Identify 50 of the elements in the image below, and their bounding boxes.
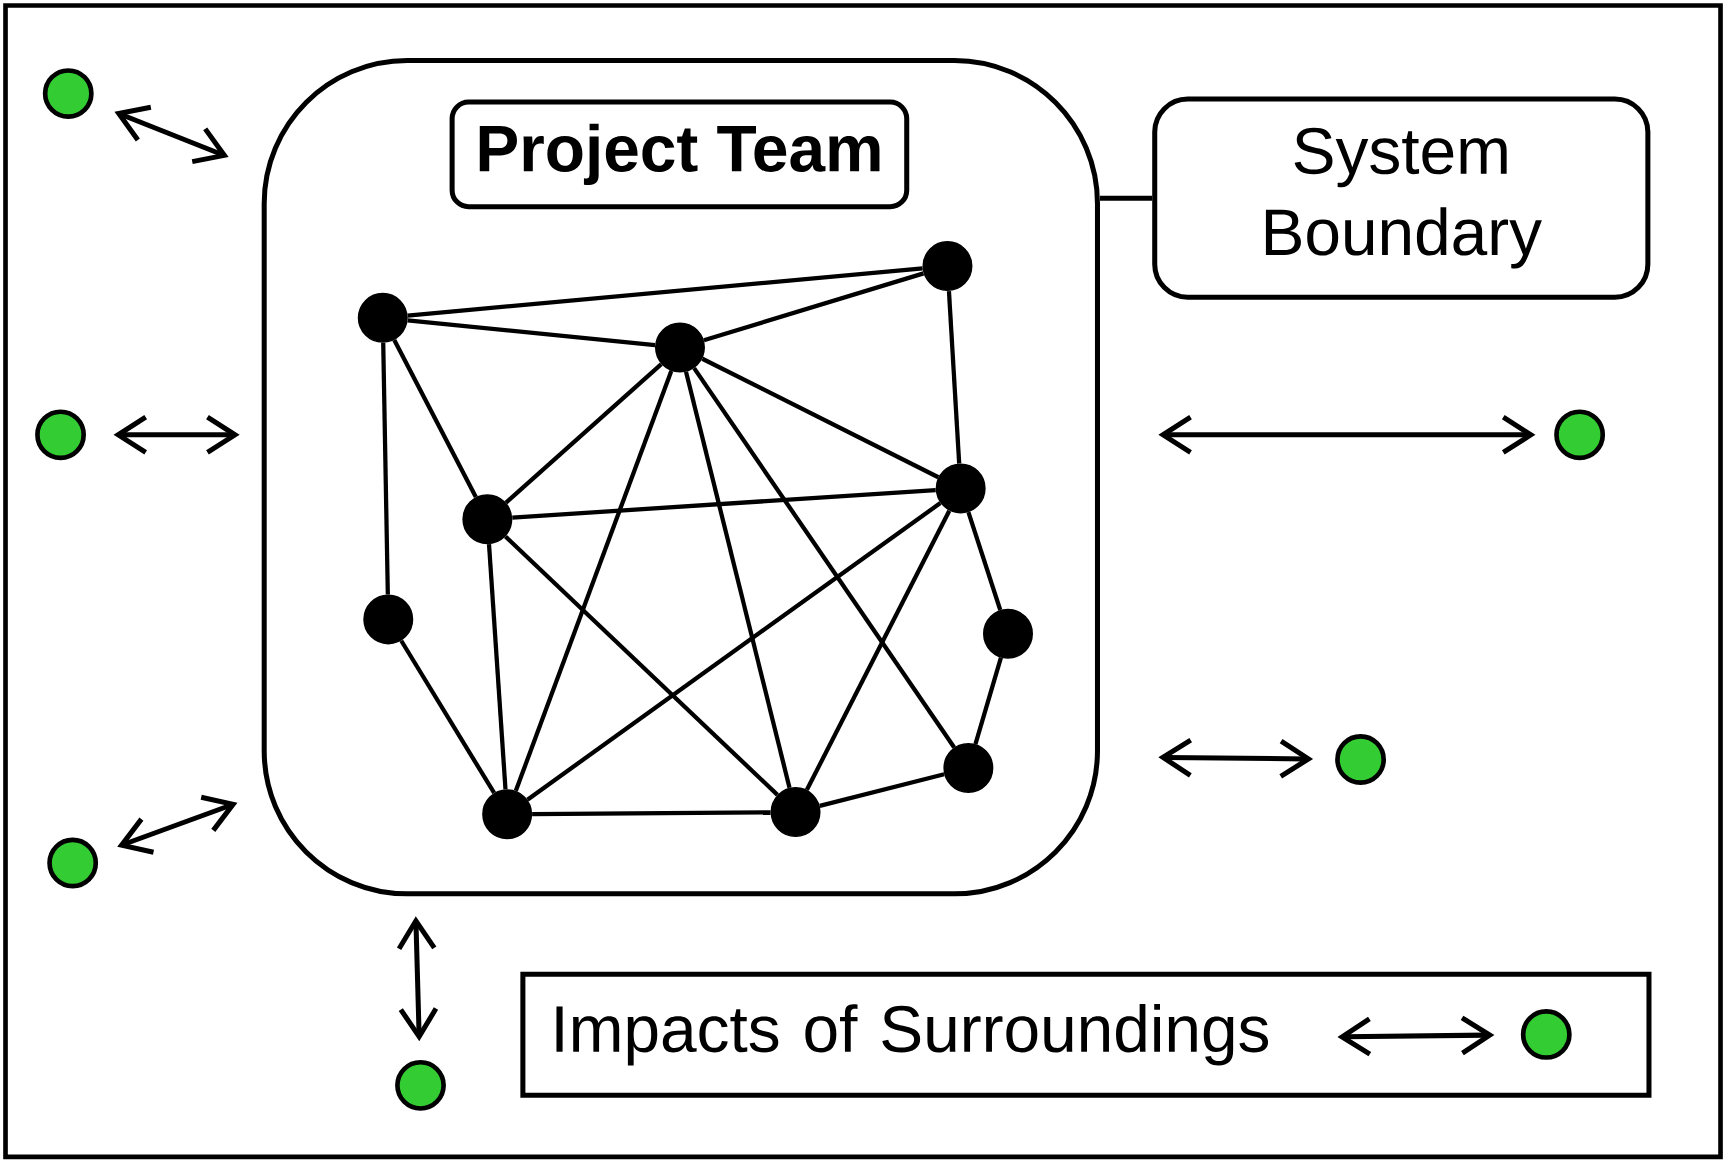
team-member-dot [770, 786, 821, 837]
stakeholder-dot [1520, 1008, 1572, 1060]
arrow [1158, 414, 1536, 455]
connector-line [973, 656, 1003, 745]
team-member-dot [482, 789, 533, 840]
boundary-box [261, 57, 1100, 897]
title-box: Project Team [449, 99, 910, 209]
arrow [117, 794, 238, 855]
team-member-dot [922, 240, 973, 291]
connector-line [504, 534, 779, 797]
stakeholder-dot [395, 1059, 446, 1111]
connector-line [701, 356, 940, 479]
team-member-dot [462, 494, 513, 545]
team-member-dot [983, 608, 1033, 659]
connector-line [703, 271, 925, 343]
stakeholder-dot [47, 837, 99, 889]
arrow [114, 104, 229, 164]
arrow [1158, 737, 1314, 779]
arrow [1337, 1015, 1495, 1057]
connector-line [486, 543, 508, 790]
connector-line [1100, 195, 1153, 201]
connector-line [532, 809, 771, 816]
connector-line [381, 342, 390, 595]
stakeholder-dot [35, 409, 86, 461]
connector-line [407, 318, 656, 347]
arrow [113, 414, 240, 455]
connector-line [512, 487, 936, 520]
connector-line [399, 639, 496, 794]
team-member-dot [357, 292, 408, 343]
connector-line [946, 290, 962, 464]
legend-box: Impacts of Surroundings [520, 971, 1652, 1098]
connector-line [526, 501, 942, 802]
connector-line [504, 362, 663, 504]
stakeholder-dot [1335, 733, 1386, 785]
stakeholder-dot [1554, 409, 1606, 461]
label-box: System Boundary [1152, 96, 1651, 300]
stakeholder-dot [42, 67, 94, 119]
connector-line [513, 370, 674, 792]
connector-line [692, 366, 956, 749]
connector-line [392, 338, 478, 498]
connector-line [805, 509, 952, 791]
connector-line [407, 266, 923, 318]
team-member-dot [363, 594, 414, 645]
arrow [396, 915, 439, 1042]
team-member-dot [935, 463, 986, 514]
connector-line [966, 511, 1003, 611]
team-member-dot [943, 742, 994, 793]
connector-line [819, 771, 945, 808]
connector-line [683, 371, 792, 789]
team-member-dot [655, 322, 705, 373]
